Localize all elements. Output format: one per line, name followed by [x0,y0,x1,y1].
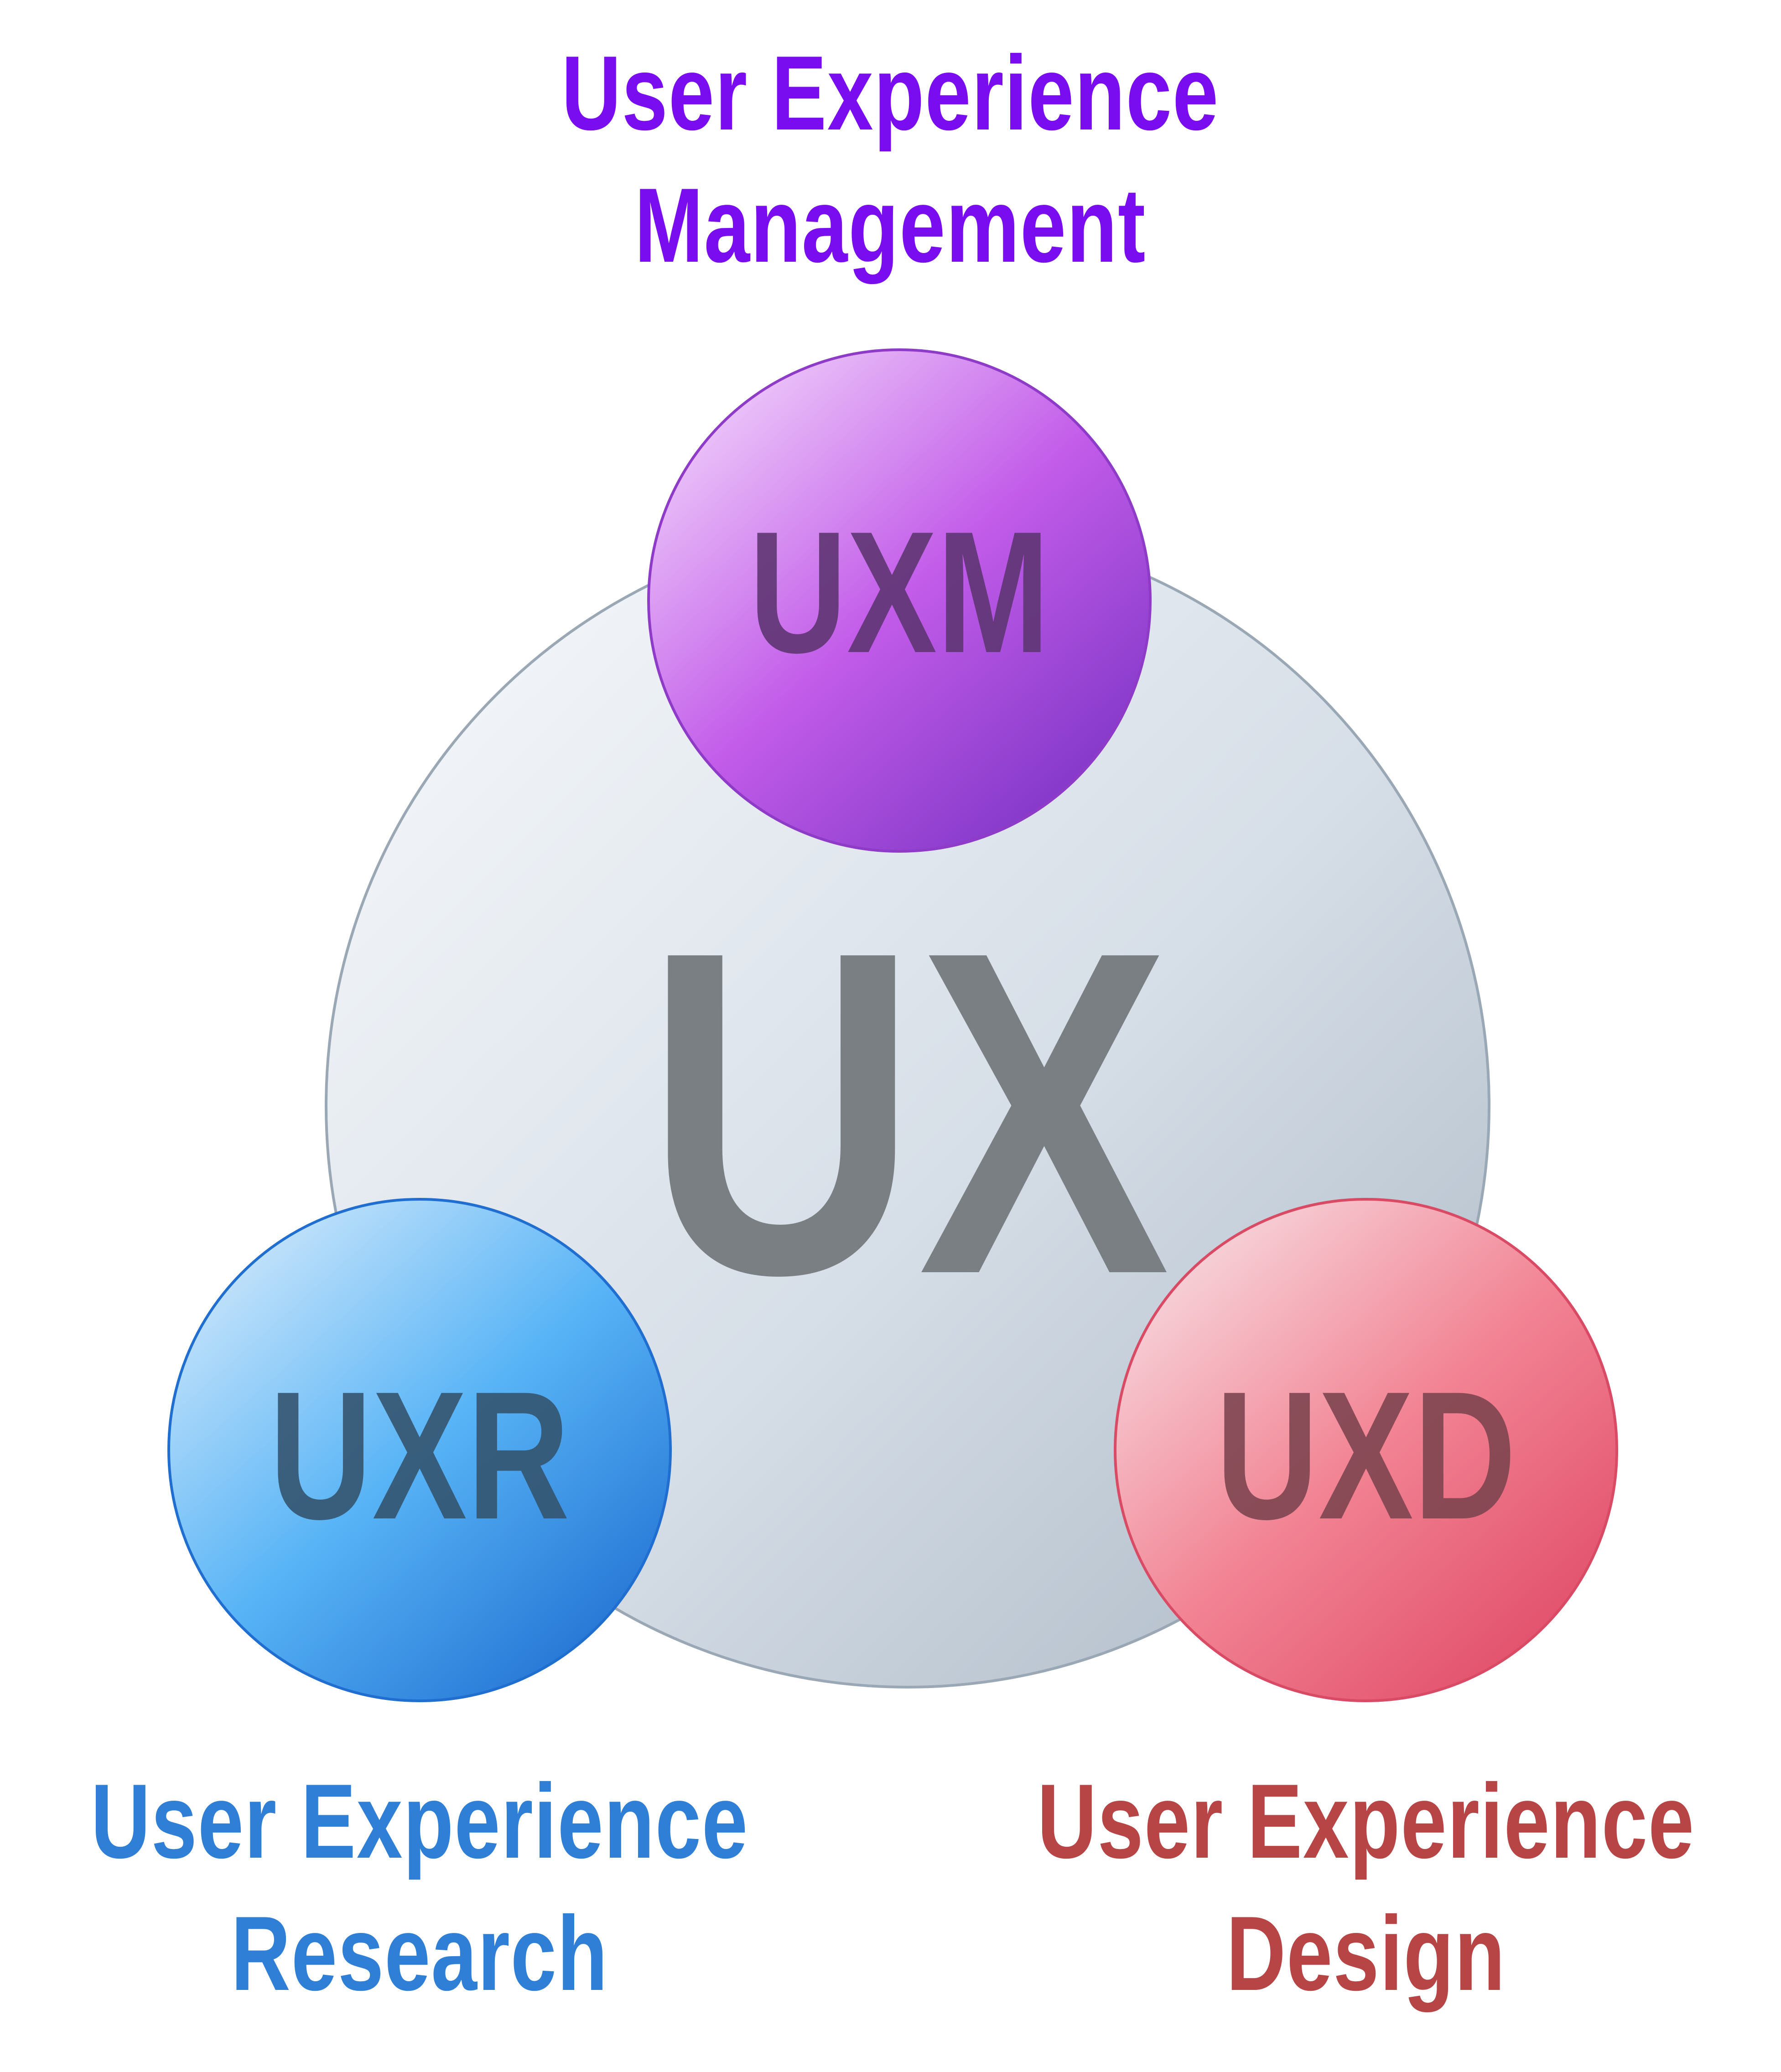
circle-ux-label: UX [645,855,1172,1370]
label-top-line1: User Experience [561,34,1219,152]
circle-uxd [1114,1198,1618,1702]
circle-uxd-label: UXD [1216,1354,1516,1558]
label-left-line1: User Experience [91,1762,748,1880]
label-top-line2: Management [634,166,1146,285]
label-right-line1: User Experience [1037,1762,1695,1880]
circle-uxr-label: UXR [270,1354,570,1558]
label-right-line2: Design [1226,1895,1506,2013]
circle-uxm-label: UXM [749,496,1050,689]
circle-uxm [647,348,1152,853]
label-user-experience-research: User Experience Research [82,1756,758,2020]
circle-uxr [167,1198,672,1702]
label-user-experience-management: User Experience Management [535,27,1246,292]
label-user-experience-design: User Experience Design [1028,1756,1704,2020]
label-left-line2: Research [231,1895,608,2013]
